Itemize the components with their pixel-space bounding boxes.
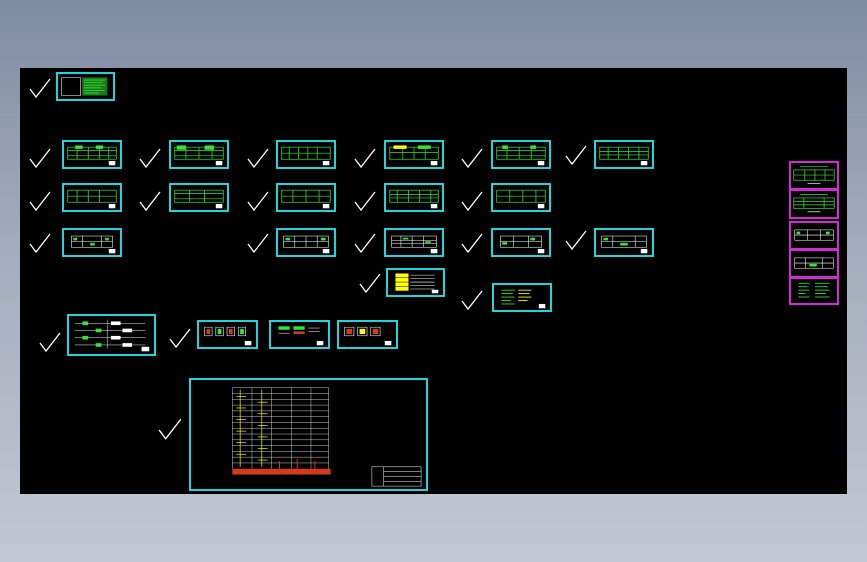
floor-plan-sheet[interactable]: [169, 140, 229, 169]
detail-sheet[interactable]: [492, 283, 552, 312]
side-sheet[interactable]: [789, 221, 839, 250]
checkmark-icon: [354, 233, 376, 254]
floor-plan-sheet[interactable]: [491, 183, 551, 212]
floor-plan-sheet[interactable]: [491, 140, 551, 169]
floor-plan-sheet[interactable]: [384, 140, 444, 169]
checkmark-icon: [139, 148, 161, 169]
floor-plan-sheet[interactable]: [62, 140, 122, 169]
checkmark-icon: [169, 328, 191, 349]
checkmark-icon: [247, 233, 269, 254]
checkmark-icon: [247, 148, 269, 169]
cad-model-space[interactable]: [20, 68, 847, 494]
checkmark-icon: [354, 191, 376, 212]
checkmark-icon: [29, 78, 51, 99]
checkmark-icon: [39, 332, 61, 353]
checkmark-icon: [139, 191, 161, 212]
floor-plan-sheet[interactable]: [594, 140, 654, 169]
checkmark-icon: [461, 233, 483, 254]
riser-diagram-sheet[interactable]: [189, 378, 428, 491]
side-sheet[interactable]: [789, 249, 839, 278]
elevation-sheet[interactable]: [594, 228, 654, 257]
detail-sheet[interactable]: [269, 320, 330, 349]
detail-sheet[interactable]: [197, 320, 258, 349]
checkmark-icon: [247, 191, 269, 212]
floor-plan-sheet[interactable]: [384, 183, 444, 212]
elevation-sheet[interactable]: [384, 228, 444, 257]
checkmark-icon: [565, 230, 587, 251]
checkmark-icon: [461, 191, 483, 212]
elevation-sheet[interactable]: [491, 228, 551, 257]
cover-sheet-thumbnail[interactable]: [56, 72, 115, 101]
checkmark-icon: [565, 145, 587, 166]
checkmark-icon: [461, 290, 483, 311]
checkmark-icon: [29, 233, 51, 254]
side-sheet[interactable]: [789, 189, 839, 219]
side-sheet[interactable]: [789, 277, 839, 305]
floor-plan-sheet[interactable]: [276, 183, 336, 212]
checkmark-icon: [158, 418, 182, 440]
checkmark-icon: [29, 148, 51, 169]
elevation-sheet[interactable]: [276, 228, 336, 257]
checkmark-icon: [461, 148, 483, 169]
checkmark-icon: [354, 148, 376, 169]
detail-sheet[interactable]: [337, 320, 398, 349]
floor-plan-sheet[interactable]: [169, 183, 229, 212]
floor-plan-sheet[interactable]: [62, 183, 122, 212]
detail-sheet[interactable]: [386, 268, 445, 297]
floor-plan-sheet[interactable]: [276, 140, 336, 169]
side-sheet[interactable]: [789, 161, 839, 190]
checkmark-icon: [29, 191, 51, 212]
system-diagram-sheet[interactable]: [67, 314, 156, 356]
elevation-sheet[interactable]: [62, 228, 122, 257]
checkmark-icon: [359, 273, 381, 294]
